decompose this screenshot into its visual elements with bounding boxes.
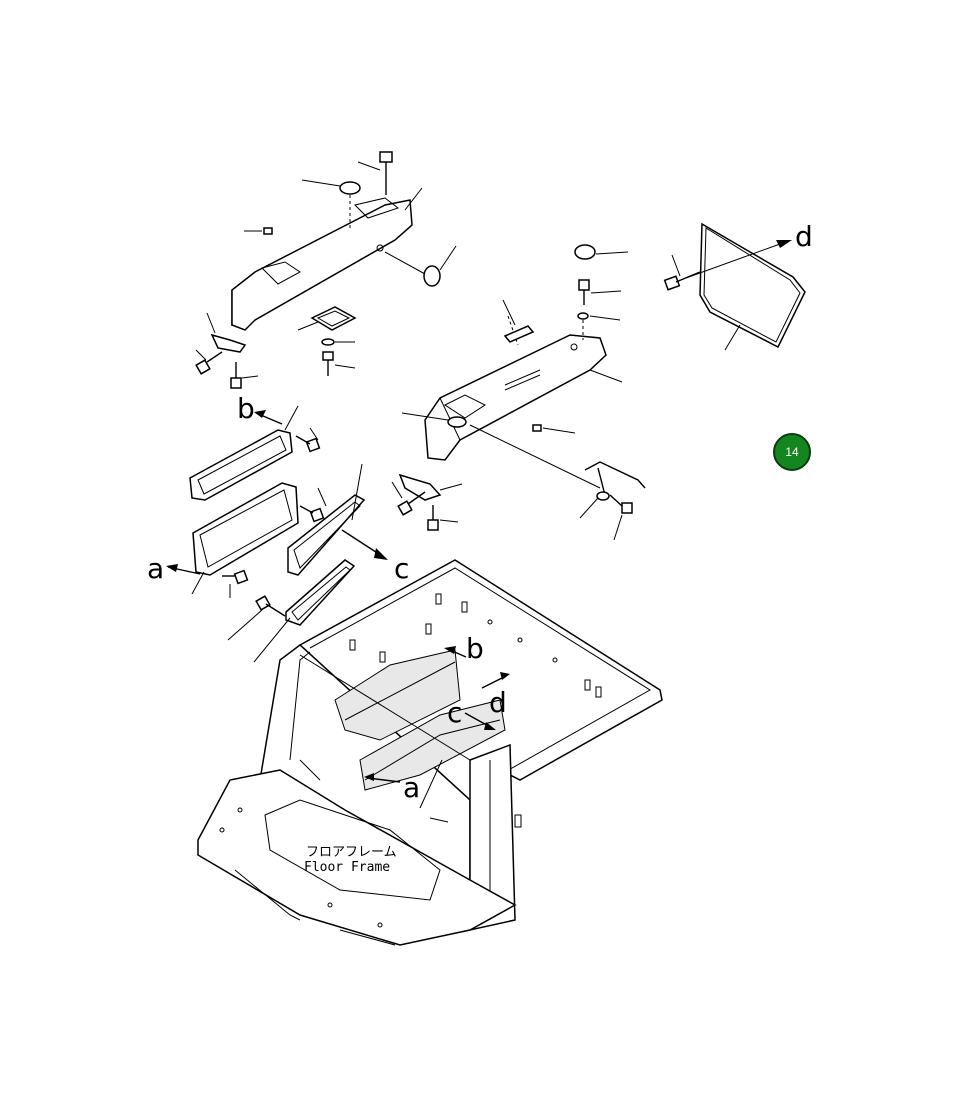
side-panel-a — [166, 482, 327, 598]
floor-frame-label-en: Floor Frame — [304, 860, 390, 875]
floor-frame-label: フロアフレーム Floor Frame — [304, 845, 397, 875]
callout-d-upper: d — [795, 220, 813, 253]
frame-studs — [219, 593, 602, 928]
gasket-c — [227, 463, 388, 663]
side-panel-b — [189, 405, 321, 501]
right-console-cover — [424, 299, 623, 461]
callout-a-lower: a — [403, 771, 420, 804]
left-console-fasteners — [195, 151, 457, 389]
callout-letters: b a c d b c d a — [147, 220, 813, 804]
callout-b-lower: b — [466, 632, 484, 665]
callout-b-upper: b — [237, 392, 255, 425]
rear-panel-d — [663, 222, 806, 351]
callout-c-upper: c — [394, 552, 409, 585]
right-console-fasteners — [391, 244, 646, 541]
floor-frame-label-jp: フロアフレーム — [306, 845, 397, 860]
callout-d-lower: d — [489, 686, 507, 719]
left-console-cover — [231, 197, 413, 331]
callout-c-lower: c — [447, 696, 462, 729]
page-number-badge[interactable]: 14 — [773, 433, 811, 471]
floor-frame — [197, 559, 663, 946]
callout-a-upper: a — [147, 552, 164, 585]
